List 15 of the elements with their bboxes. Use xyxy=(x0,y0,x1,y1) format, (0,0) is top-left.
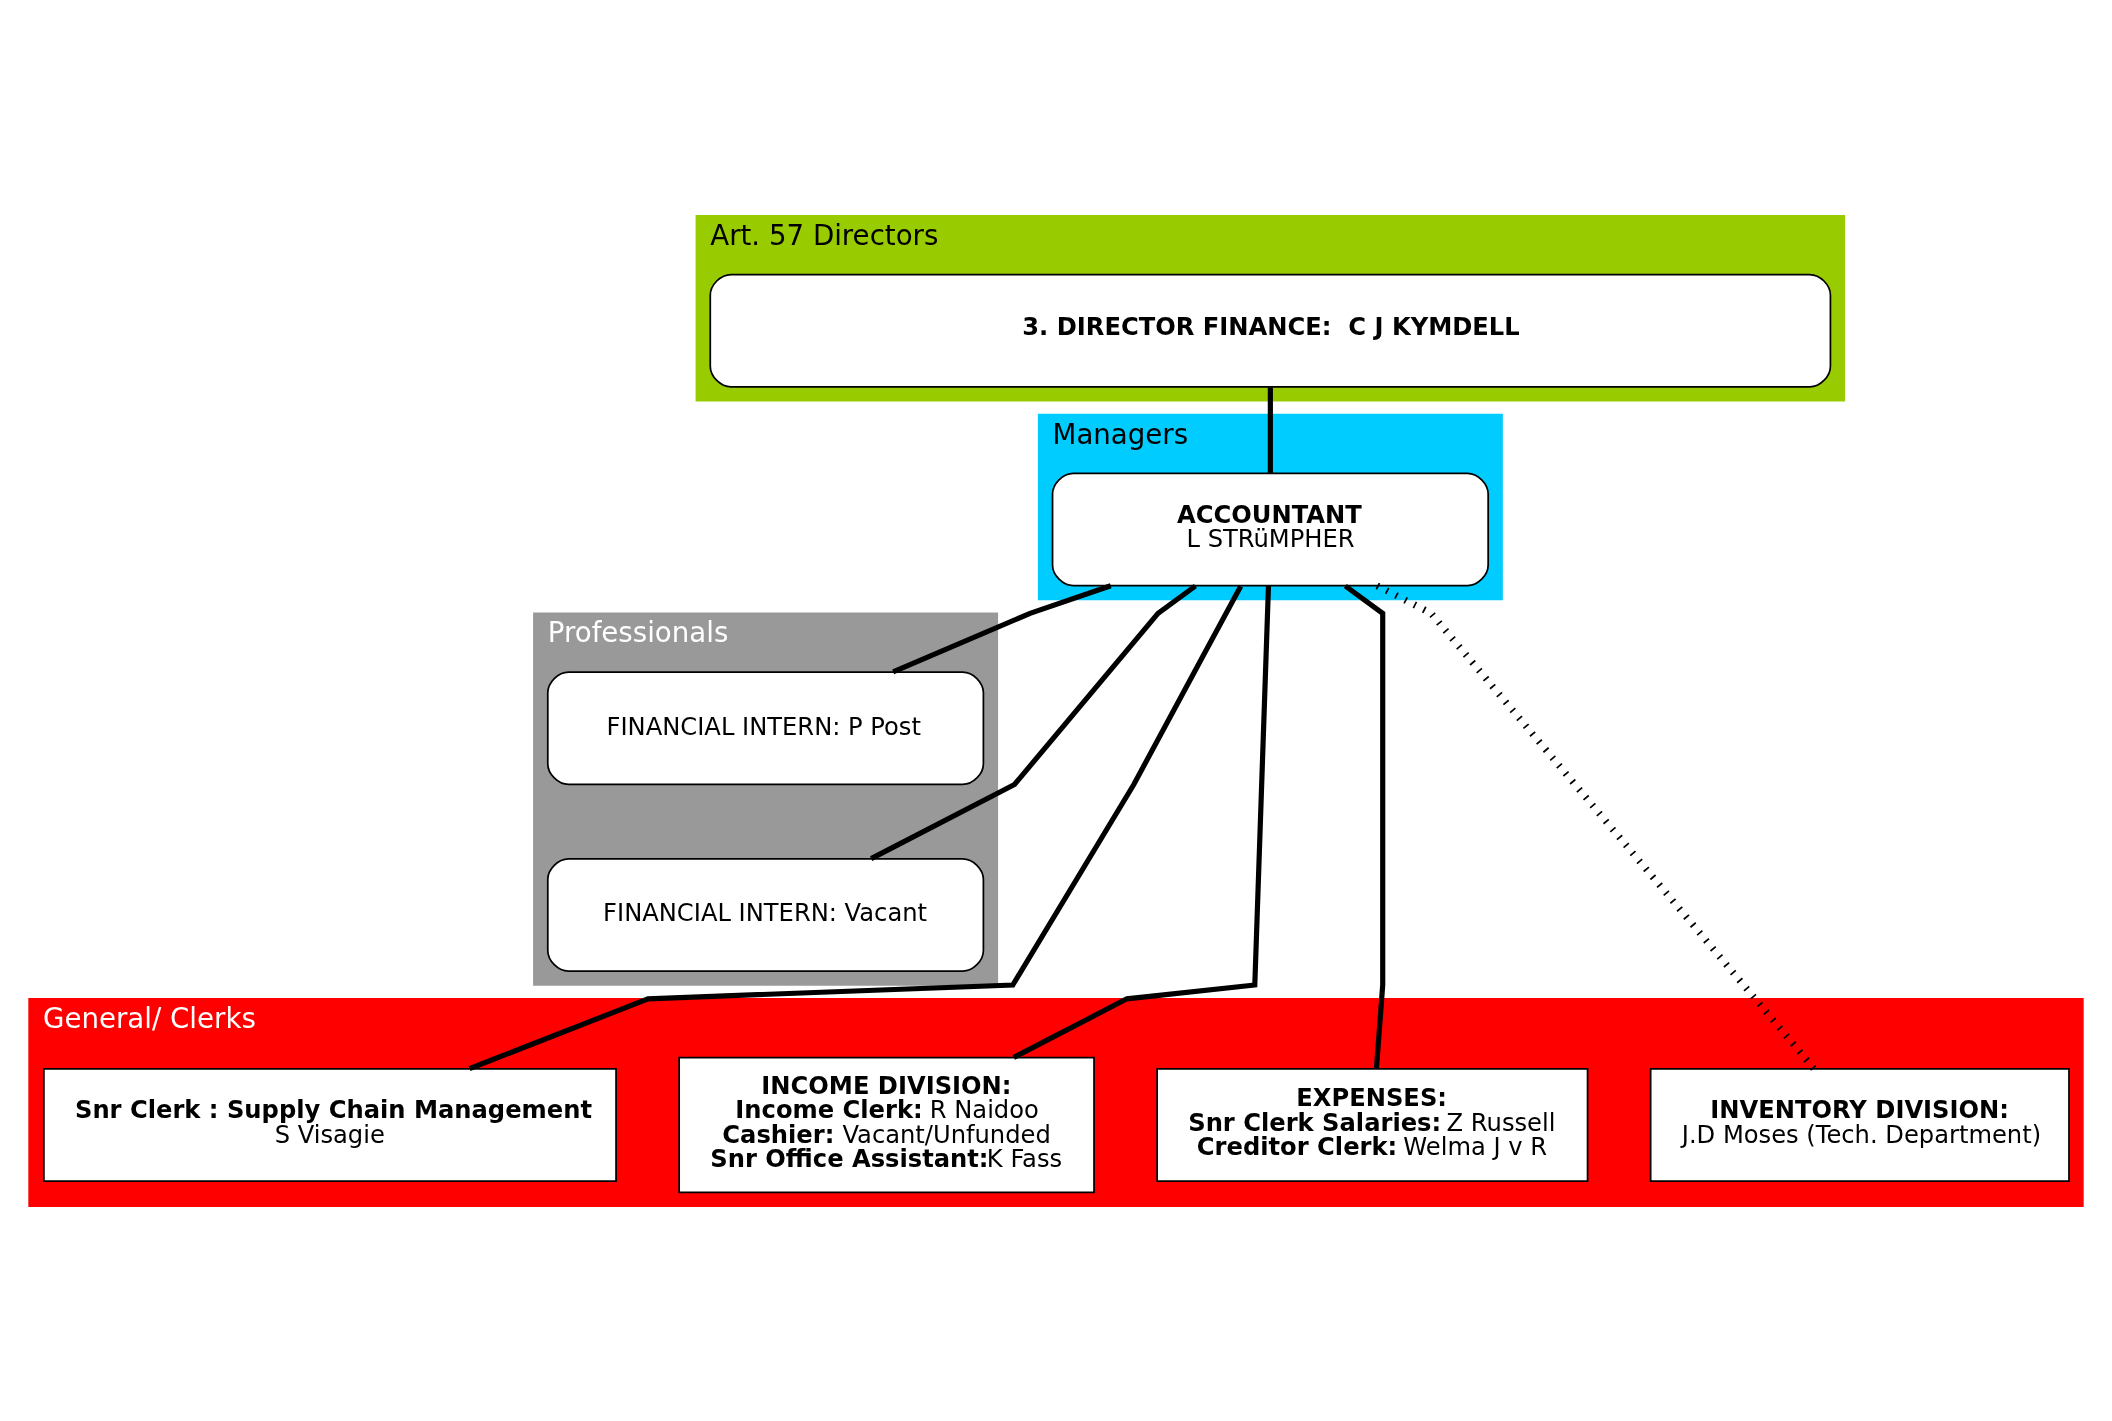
node-box: FINANCIAL INTERN: P Post xyxy=(546,670,985,785)
connector xyxy=(1267,386,1273,473)
connector xyxy=(1012,585,1272,1060)
connector xyxy=(1343,583,1386,1069)
connector xyxy=(892,582,1112,674)
node-box: FINANCIAL INTERN: Vacant xyxy=(546,857,985,972)
node-box: EXPENSES: Snr Clerk Salaries: Z Russell Creditor Clerk: Welma J v R xyxy=(1156,1067,1589,1182)
node-box: INCOME DIVISION: Income Clerk: R Naidoo Cashier: Vacant/Unfunded Snr Office Assistant:K Fass xyxy=(678,1056,1095,1193)
node-box: 3. DIRECTOR FINANCE: C J KYMDELL xyxy=(709,273,1832,388)
node-box: ACCOUNTANT L STRüMPHER xyxy=(1051,471,1490,587)
connector xyxy=(1375,582,1817,1071)
node-box: INVENTORY DIVISION: J.D Moses (Tech. Department) xyxy=(1649,1067,2070,1182)
connector xyxy=(468,584,1243,1071)
node-box: Snr Clerk : Supply Chain Management S Visagie xyxy=(43,1067,617,1182)
connector xyxy=(869,583,1197,861)
